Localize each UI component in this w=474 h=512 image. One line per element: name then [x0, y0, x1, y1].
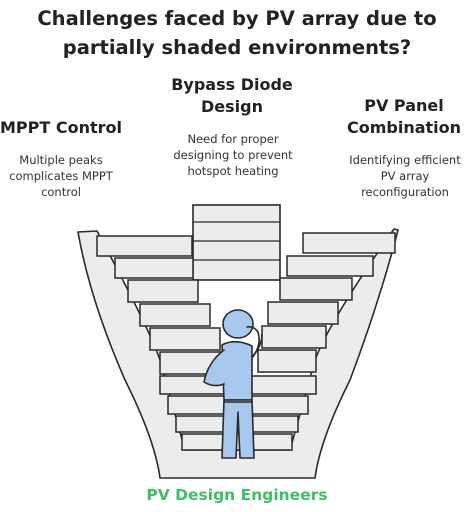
center-tower — [192, 204, 281, 281]
right-stair-steps — [257, 232, 396, 373]
stairs-frame — [77, 228, 399, 479]
challenge-heading-bypass-diode: Bypass Diode Design — [171, 75, 293, 116]
challenge-description-pv-panel: Identifying efficient PV array reconfigu… — [349, 153, 461, 199]
footer-label: PV Design Engineers — [146, 486, 328, 504]
person-thinking-icon — [203, 309, 263, 459]
challenge-description-bypass-diode: Need for proper designing to prevent hot… — [173, 132, 293, 178]
left-stair-steps — [96, 235, 223, 375]
challenge-description-mppt: Multiple peaks complicates MPPT control — [9, 153, 113, 199]
diagram-title: Challenges faced by PV array due to part… — [0, 4, 474, 62]
challenge-heading-mppt: MPPT Control — [0, 118, 122, 137]
title-line-1: Challenges faced by PV array due to — [37, 7, 437, 30]
title-line-2: partially shaded environments? — [62, 36, 412, 59]
challenge-heading-pv-panel: PV Panel Combination — [346, 96, 462, 137]
